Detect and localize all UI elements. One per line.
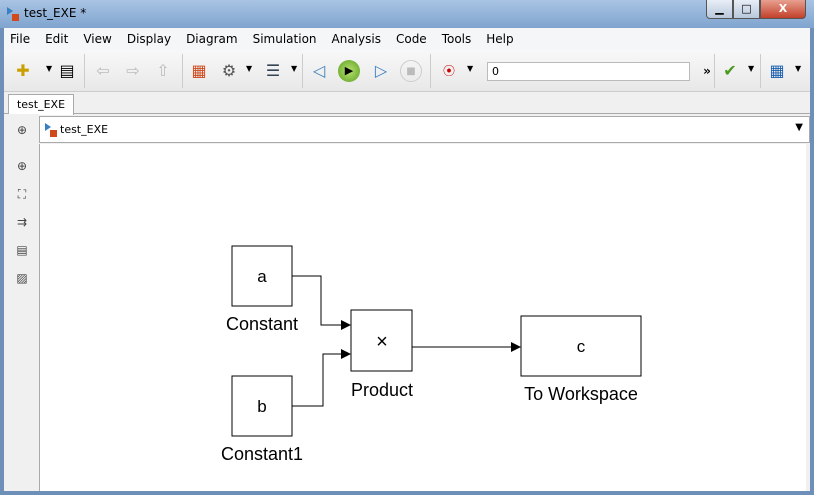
build-icon[interactable]: ▦ — [769, 61, 785, 80]
advisor-dropdown-icon[interactable]: ▼ — [748, 64, 755, 73]
product-block[interactable]: × Product — [350, 309, 413, 400]
back-icon[interactable]: ⇦ — [96, 61, 110, 80]
to-workspace-block[interactable]: c To Workspace — [520, 315, 642, 404]
constant1-value: b — [257, 397, 266, 416]
constant-block[interactable]: a Constant — [226, 245, 298, 334]
to-workspace-label: To Workspace — [524, 384, 638, 404]
close-button[interactable]: X — [760, 0, 806, 19]
product-label: Product — [351, 380, 413, 400]
menu-diagram[interactable]: Diagram — [186, 32, 238, 46]
model-icon — [45, 123, 57, 137]
constant1-label: Constant1 — [221, 444, 303, 464]
toolbar: ✚ ▼ ▤ ⇦ ⇨ ⇧ ▦ ⚙ ▼ ☰ ▼ ◁ ▶ ▷ ■ ⦿ ▼ 0 » ✔ ▼ ▦ ▼ — [4, 50, 810, 92]
library-browser-icon[interactable]: ▦ — [191, 61, 207, 80]
simulation-stop-time-input[interactable]: 0 — [487, 62, 690, 81]
save-icon[interactable]: ▤ — [59, 61, 75, 80]
new-dropdown-icon[interactable]: ▼ — [46, 64, 53, 73]
step-back-icon[interactable]: ◁ — [312, 61, 326, 80]
model-explorer-icon[interactable]: ☰ — [265, 61, 281, 80]
menu-display[interactable]: Display — [126, 32, 172, 46]
menu-simulation[interactable]: Simulation — [252, 32, 317, 46]
stop-icon[interactable]: ■ — [400, 60, 422, 82]
address-bar[interactable]: test_EXE ▼ — [39, 116, 810, 143]
constant1-block[interactable]: b Constant1 — [221, 375, 303, 464]
menu-analysis[interactable]: Analysis — [331, 32, 381, 46]
hide-browser-icon[interactable]: ⊕ — [16, 123, 28, 137]
run-icon[interactable]: ▶ — [338, 60, 360, 82]
to-workspace-value: c — [577, 337, 586, 356]
zoom-icon[interactable]: ⊕ — [16, 159, 28, 173]
record-dropdown-icon[interactable]: ▼ — [467, 64, 474, 73]
diagram-canvas[interactable]: a Constant b Constant1 × Product c To Wo… — [39, 144, 806, 491]
signal-line-a — [292, 275, 351, 330]
menu-tools[interactable]: Tools — [441, 32, 472, 46]
tab-test-exe[interactable]: test_EXE — [8, 94, 74, 115]
build-dropdown-icon[interactable]: ▼ — [795, 64, 802, 73]
explorer-dropdown-icon[interactable]: ▼ — [291, 64, 298, 73]
constant-label: Constant — [226, 314, 298, 334]
more-icon[interactable]: » — [703, 64, 711, 78]
window-title: test_EXE * — [24, 6, 87, 20]
menu-file[interactable]: File — [10, 32, 31, 46]
constant-value: a — [257, 267, 267, 286]
model-config-gear-icon[interactable]: ⚙ — [221, 61, 237, 80]
title-bar: test_EXE * ▁ □ X — [0, 0, 814, 28]
address-dropdown-icon[interactable]: ▼ — [795, 122, 803, 133]
fit-to-view-icon[interactable]: ⛶ — [17, 187, 27, 201]
step-forward-icon[interactable]: ▷ — [374, 61, 388, 80]
record-icon[interactable]: ⦿ — [442, 64, 455, 78]
model-advisor-check-icon[interactable]: ✔ — [723, 61, 737, 80]
menu-view[interactable]: View — [83, 32, 112, 46]
up-icon[interactable]: ⇧ — [156, 61, 170, 80]
maximize-button[interactable]: □ — [733, 0, 760, 19]
menu-help[interactable]: Help — [486, 32, 514, 46]
forward-icon[interactable]: ⇨ — [126, 61, 140, 80]
signal-line-b — [292, 349, 351, 407]
menu-bar: File Edit View Display Diagram Simulatio… — [4, 28, 810, 50]
menu-edit[interactable]: Edit — [45, 32, 69, 46]
route-lines-icon[interactable]: ⇉ — [16, 215, 28, 229]
product-symbol: × — [376, 331, 388, 353]
address-path: test_EXE — [60, 123, 109, 136]
config-dropdown-icon[interactable]: ▼ — [246, 64, 253, 73]
annotation-icon[interactable]: ▤ — [16, 243, 28, 257]
left-palette: ⊕ ⊕ ⛶ ⇉ ▤ ▨ — [4, 114, 39, 491]
new-model-icon[interactable]: ✚ — [16, 61, 30, 80]
image-icon[interactable]: ▨ — [16, 271, 28, 285]
simulink-model-icon — [7, 7, 19, 21]
menu-code[interactable]: Code — [395, 32, 427, 46]
minimize-button[interactable]: ▁ — [706, 0, 733, 19]
